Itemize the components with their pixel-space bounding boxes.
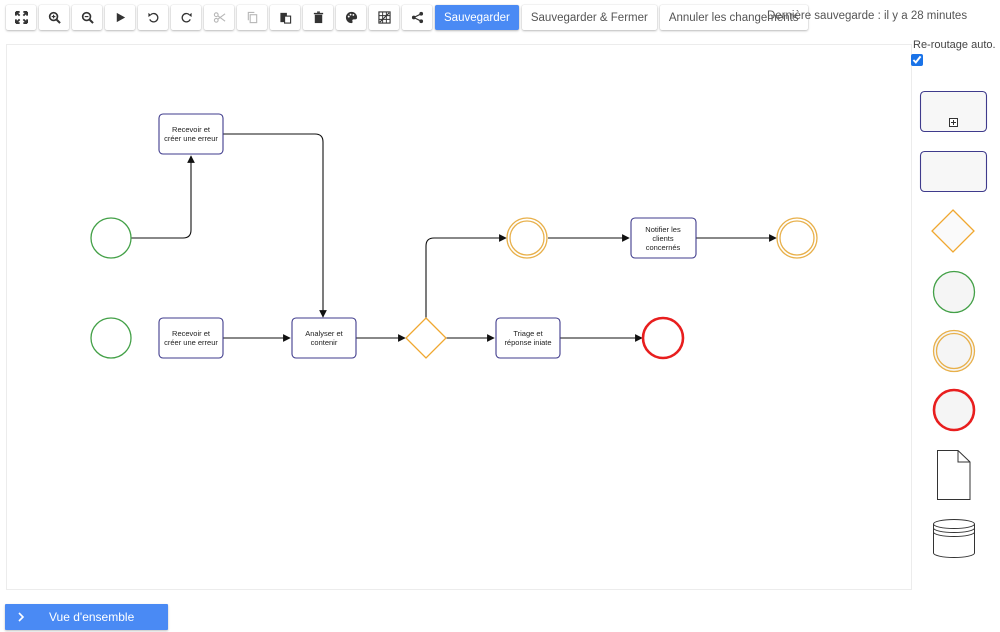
task-receive-bottom[interactable] (158, 317, 224, 359)
zoom-out-icon (81, 11, 94, 24)
flow-start1-to-receive[interactable] (131, 155, 195, 239)
shape-palette (918, 88, 990, 568)
task-label-triage: Triage et réponse iniate (504, 329, 552, 347)
redo-button[interactable] (171, 5, 201, 30)
chevron-right-icon (18, 612, 25, 622)
copy-icon (247, 11, 257, 24)
zoom-in-button[interactable] (39, 5, 69, 30)
palette-data-object[interactable] (936, 449, 972, 501)
fit-screen-button[interactable] (6, 5, 36, 30)
cut-button[interactable] (204, 5, 234, 30)
palette-start-event[interactable] (931, 270, 977, 316)
task-triage[interactable] (495, 317, 561, 359)
overview-label: Vue d'ensemble (49, 610, 135, 624)
cancel-changes-button[interactable]: Annuler les changements (659, 5, 808, 30)
undo-button[interactable] (138, 5, 168, 30)
save-button[interactable]: Sauvegarder (435, 5, 519, 30)
auto-reroute-checkbox[interactable] (911, 54, 923, 66)
undo-icon (147, 12, 158, 23)
copy-button[interactable] (237, 5, 267, 30)
zoom-in-icon (48, 11, 61, 24)
redo-icon (181, 12, 192, 23)
grid-icon (377, 11, 391, 24)
start-event-top[interactable] (90, 217, 132, 259)
flow-receive-to-analyze[interactable] (223, 133, 327, 318)
task-notify[interactable] (630, 217, 697, 259)
palette-end-event[interactable] (931, 388, 977, 434)
palette-intermediate-event[interactable] (931, 329, 977, 375)
paste-button[interactable] (270, 5, 300, 30)
play-button[interactable] (105, 5, 135, 30)
task-label-notify: Notifier les clients concernés (645, 224, 681, 252)
fit-screen-icon (14, 11, 28, 24)
save-and-close-button[interactable]: Sauvegarder & Fermer (521, 5, 657, 30)
intermediate-event-1[interactable] (506, 217, 548, 259)
intermediate-event-2[interactable] (776, 217, 818, 259)
auto-reroute-label: Re-routage auto. (913, 39, 996, 51)
cut-icon (213, 12, 225, 23)
delete-button[interactable] (303, 5, 333, 30)
palette-gateway[interactable] (930, 208, 976, 254)
task-receive-top[interactable] (158, 113, 224, 155)
start-event-bottom[interactable] (90, 317, 132, 359)
end-event[interactable] (641, 316, 685, 360)
diagram-svg (90, 113, 818, 360)
exclusive-gateway[interactable] (405, 317, 447, 359)
palette-icon (345, 11, 357, 24)
task-label-receive-bottom: Recevoir et créer une erreur (164, 329, 218, 347)
delete-icon (313, 11, 323, 24)
flow-gateway-to-intermediate[interactable] (425, 234, 507, 318)
overview-toggle-button[interactable]: Vue d'ensemble (5, 604, 168, 630)
palette-task[interactable] (918, 149, 990, 195)
toolbar: Sauvegarder Sauvegarder & Fermer Annuler… (6, 5, 808, 30)
diagram-canvas[interactable]: Recevoir et créer une erreur Recevoir et… (6, 44, 912, 590)
palette-data-store[interactable] (931, 518, 977, 560)
task-label-analyze: Analyser et contenir (305, 329, 343, 347)
share-button[interactable] (402, 5, 432, 30)
last-save-status: Dernière sauvegarde : il y a 28 minutes (767, 10, 968, 22)
task-label-receive-top: Recevoir et créer une erreur (164, 125, 218, 143)
share-icon (411, 11, 423, 24)
grid-button[interactable] (369, 5, 399, 30)
task-analyze[interactable] (291, 317, 357, 359)
zoom-out-button[interactable] (72, 5, 102, 30)
palette-button[interactable] (336, 5, 366, 30)
palette-subprocess[interactable] (918, 88, 990, 134)
play-icon (116, 12, 125, 23)
paste-icon (279, 12, 291, 24)
